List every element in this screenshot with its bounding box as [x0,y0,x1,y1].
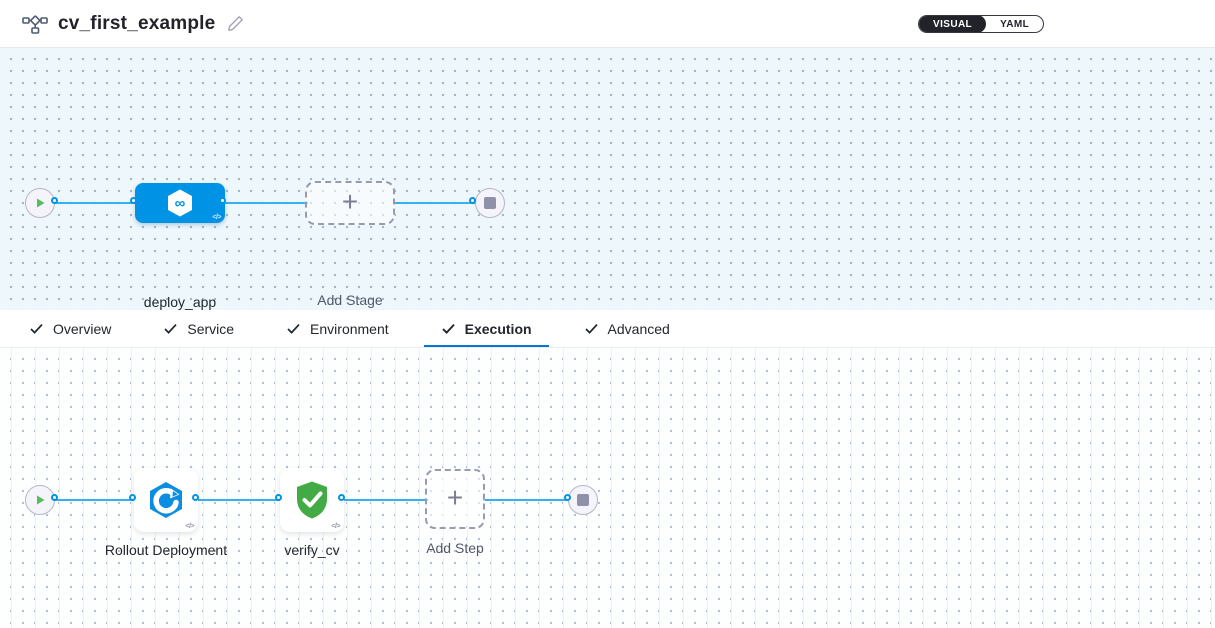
tab-service[interactable]: Service [146,310,251,347]
step-node-verify-cv[interactable]: </> [280,468,344,532]
connector-endpoint [469,197,476,204]
stage-node-deploy-app[interactable]: ∞ </> [135,183,225,223]
check-icon [584,324,598,334]
connector-endpoint [129,494,136,501]
pipeline-start-node[interactable] [25,188,55,218]
step-label: Rollout Deployment [104,542,228,558]
connector-endpoint [338,494,345,501]
connector-line [46,499,136,501]
cd-stage-hexagon-icon: ∞ [168,189,192,217]
connector-endpoint [51,494,58,501]
stop-icon [484,197,496,209]
pipeline-icon [22,13,48,35]
connector-endpoint [219,197,226,204]
connector-line [225,202,308,204]
code-icon: </> [185,523,194,530]
connector-line [344,499,428,501]
check-icon [30,324,43,334]
code-icon: </> [331,523,340,530]
connector-endpoint [192,494,199,501]
add-stage-label: Add Stage [317,292,383,308]
plus-icon: + [446,481,464,513]
tab-environment[interactable]: Environment [269,310,406,347]
stop-icon [577,494,589,506]
rollout-deployment-icon [150,482,182,518]
connector-endpoint [275,494,282,501]
connector-line [198,499,282,501]
visual-yaml-toggle: VISUAL YAML [918,15,1045,33]
add-step-button[interactable]: + [425,469,485,529]
tab-overview[interactable]: Overview [12,310,128,347]
toggle-yaml-button[interactable]: YAML [1000,18,1030,30]
pipeline-header: cv_first_example VISUAL YAML [0,0,1215,48]
connector-line [483,499,571,501]
tab-label: Execution [464,320,532,337]
check-icon [441,323,455,334]
svg-text:∞: ∞ [175,195,186,212]
connector-endpoint [130,197,137,204]
execution-end-node[interactable] [568,485,598,515]
pipeline-title: cv_first_example [58,12,216,34]
add-step-label: Add Step [426,540,484,556]
tab-label: Environment [310,320,389,337]
connector-endpoint [564,494,571,501]
connector-line [46,202,138,204]
edit-pencil-icon[interactable] [227,15,244,32]
toggle-visual-button[interactable]: VISUAL [919,16,987,32]
add-stage-button[interactable]: + [305,181,395,225]
code-icon: </> [212,214,221,221]
execution-start-node[interactable] [25,485,55,515]
step-node-rollout-deployment[interactable]: </> [134,468,198,532]
play-icon [37,198,45,208]
connector-endpoint [51,197,58,204]
step-label: verify_cv [284,542,340,558]
tab-label: Service [187,320,235,337]
tab-execution[interactable]: Execution [423,310,549,347]
stage-graph-canvas[interactable]: ∞ </> deploy_app + Add Stage [0,48,1215,310]
tab-advanced[interactable]: Advanced [567,310,687,347]
connector-line [394,202,478,204]
tab-label: Overview [53,320,112,337]
play-icon [37,495,45,505]
stage-label: deploy_app [143,294,217,310]
stage-config-tabbar: Overview Service Environment Execution A… [0,310,1215,348]
check-icon [287,324,300,334]
tab-label: Advanced [607,320,670,337]
pipeline-end-node[interactable] [475,188,505,218]
shield-check-icon [297,481,327,519]
execution-graph-canvas[interactable]: </> Rollout Deployment </> verify_cv + A… [0,348,1215,628]
plus-icon: + [341,185,359,217]
check-icon [164,324,177,334]
